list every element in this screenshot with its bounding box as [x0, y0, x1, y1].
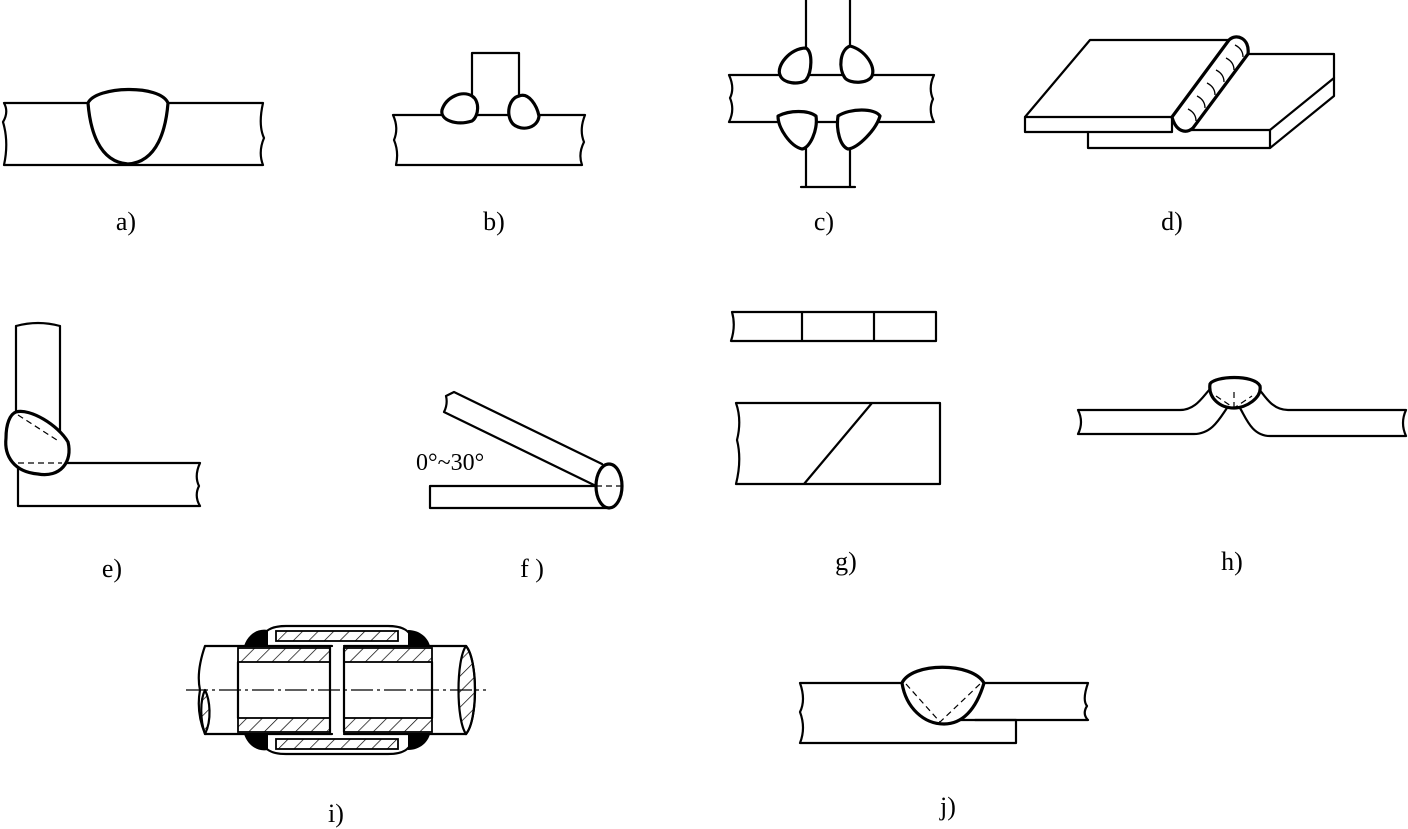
horizontal-plate-c	[727, 73, 936, 124]
fusion-lines-j	[905, 683, 981, 723]
right-pipe-i	[342, 644, 468, 736]
panel-label-j: j)	[939, 792, 956, 821]
vertical-plate-c	[799, 0, 857, 189]
weld-c-bottom-left	[776, 109, 818, 151]
panel-label-b: b)	[483, 207, 505, 236]
panel-label-a: a)	[116, 207, 136, 236]
lower-plate-top-d	[1188, 52, 1336, 132]
panel-i-sleeve-joint: i)	[186, 624, 486, 828]
base-plate-b	[391, 113, 587, 167]
panel-f-angled-joint: 0°~30° f )	[416, 390, 624, 583]
weld-bead-h	[1208, 375, 1262, 410]
outer-sleeve-top	[275, 630, 399, 642]
corner-weld-e	[4, 409, 71, 477]
fillet-weld-b-right	[507, 93, 541, 130]
panel-label-d: d)	[1161, 207, 1183, 236]
panel-h-flanged-joint: h)	[1076, 375, 1408, 576]
upper-plate-thickness-d	[1023, 115, 1174, 134]
panel-label-e: e)	[102, 554, 122, 583]
right-flanged-plate-h	[1238, 383, 1408, 438]
angle-annotation-f: 0°~30°	[416, 450, 484, 476]
weld-bead-a	[86, 87, 170, 166]
panel-d-lap-joint: d)	[1023, 35, 1336, 236]
bottom-plate-f	[428, 484, 608, 510]
outer-sleeve-bottom	[275, 738, 399, 750]
panel-label-g: g)	[835, 547, 857, 576]
inner-sleeve-bottom-left	[237, 717, 331, 733]
weld-i-top-right	[408, 630, 430, 646]
pipe-end-section-left	[200, 688, 211, 736]
weld-c-top-right	[839, 44, 875, 84]
panel-c-cross-joint: c)	[727, 0, 936, 236]
panel-label-i: i)	[328, 799, 344, 828]
weld-bead-j	[900, 665, 986, 726]
inclined-plate-f	[442, 390, 604, 488]
weld-i-bottom-right	[408, 734, 430, 750]
panel-label-h: h)	[1221, 547, 1243, 576]
weld-i-bottom-left	[244, 734, 268, 751]
horizontal-plate-e	[16, 461, 202, 508]
panel-label-f: f )	[520, 554, 544, 583]
weld-c-bottom-right	[835, 108, 882, 151]
upper-plate-j	[973, 681, 1090, 722]
lower-plate-d	[1086, 76, 1336, 150]
segmented-plate-g	[729, 310, 938, 343]
panel-a-butt-joint: a)	[1, 87, 266, 236]
inner-sleeve-bottom-right	[343, 717, 433, 733]
fusion-lines-h	[1215, 392, 1253, 409]
inner-sleeve-top-left	[237, 647, 331, 663]
fillet-weld-b-left	[440, 92, 480, 125]
left-flanged-plate-h	[1076, 383, 1229, 436]
panel-g-plate-joints: g)	[729, 310, 942, 576]
inner-sleeve-top-right	[343, 647, 433, 663]
pipe-end-outline-right	[464, 644, 477, 736]
weld-c-top-left	[777, 46, 813, 85]
lower-plate-j	[798, 681, 1018, 745]
panel-e-corner-joint: e)	[4, 321, 202, 583]
fusion-line-e-1	[17, 414, 61, 443]
weld-i-top-left	[244, 629, 268, 646]
panel-b-t-joint: b)	[391, 51, 587, 236]
panel-j-offset-joint: j)	[798, 665, 1090, 821]
weld-ripples-d	[1187, 44, 1244, 122]
scarf-plate-g	[734, 401, 942, 486]
web-plate-b	[470, 51, 521, 117]
panel-label-c: c)	[814, 207, 834, 236]
